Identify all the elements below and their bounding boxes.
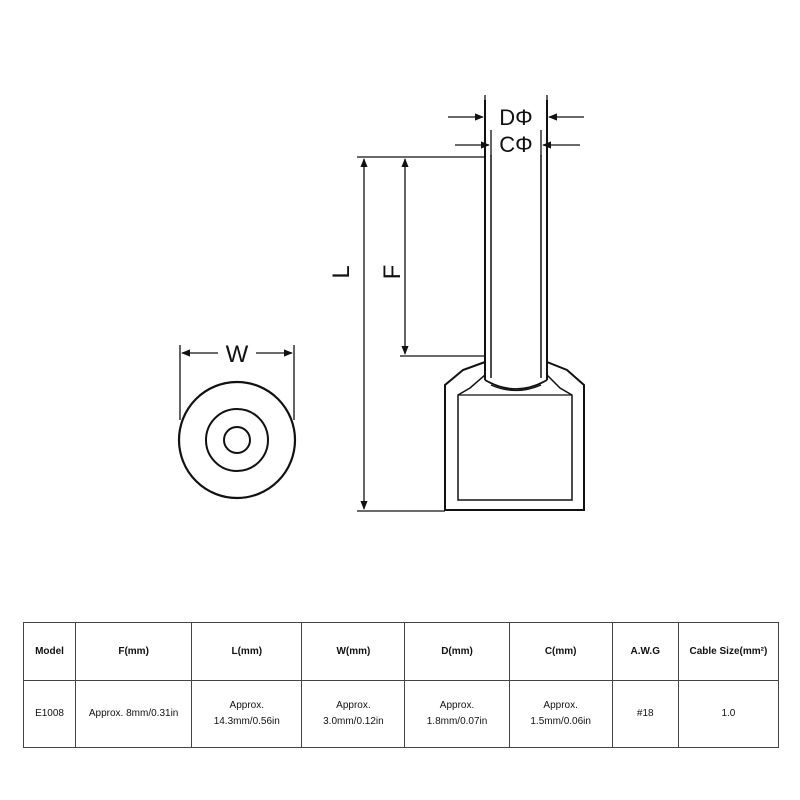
header-c: C(mm)	[508, 622, 613, 681]
cell-c: Approx. 1.5mm/0.06in	[508, 680, 613, 748]
l-label: L	[328, 265, 355, 278]
table-row: E1008 Approx. 8mm/0.31in Approx. 14.3mm/…	[22, 680, 780, 748]
header-awg: A.W.G	[611, 622, 679, 681]
cell-model: E1008	[22, 680, 77, 748]
cell-c-line1: Approx.	[543, 700, 578, 711]
w-label: W	[226, 341, 249, 368]
header-cable-size: Cable Size(mm²)	[677, 622, 780, 681]
ferrule-end-view	[177, 380, 297, 500]
cell-f: Approx. 8mm/0.31in	[75, 680, 193, 748]
c-phi-label: CΦ	[499, 132, 532, 157]
table-header-row: Model F(mm) L(mm) W(mm) D(mm) C(mm) A.W.…	[22, 622, 780, 681]
cell-awg: #18	[611, 680, 679, 748]
cell-w: Approx. 3.0mm/0.12in	[301, 680, 406, 748]
f-label: F	[379, 265, 406, 280]
cell-l-line1: Approx.	[229, 700, 264, 711]
header-f: F(mm)	[75, 622, 193, 681]
width-dimension	[179, 345, 295, 420]
header-d: D(mm)	[404, 622, 510, 681]
cell-w-line2: 3.0mm/0.12in	[323, 716, 384, 727]
diameter-dimensions	[448, 95, 584, 156]
cell-d-line2: 1.8mm/0.07in	[426, 716, 488, 727]
specification-table: Model F(mm) L(mm) W(mm) D(mm) C(mm) A.W.…	[22, 622, 780, 748]
header-w: W(mm)	[301, 622, 406, 681]
cell-d-line1: Approx.	[439, 700, 475, 711]
header-model: Model	[22, 622, 77, 681]
cell-cable-size: 1.0	[677, 680, 780, 748]
ferrule-dimension-drawing: DΦ CΦ L F W	[177, 95, 585, 512]
cell-d: Approx. 1.8mm/0.07in	[404, 680, 510, 748]
ferrule-side-view	[444, 100, 585, 511]
cell-l: Approx. 14.3mm/0.56in	[191, 680, 303, 748]
header-l: L(mm)	[191, 622, 303, 681]
cell-w-line1: Approx.	[336, 700, 371, 711]
cell-c-line2: 1.5mm/0.06in	[530, 716, 591, 727]
d-phi-label: DΦ	[499, 105, 532, 130]
cell-l-line2: 14.3mm/0.56in	[213, 716, 280, 727]
length-dimensions	[357, 156, 485, 512]
